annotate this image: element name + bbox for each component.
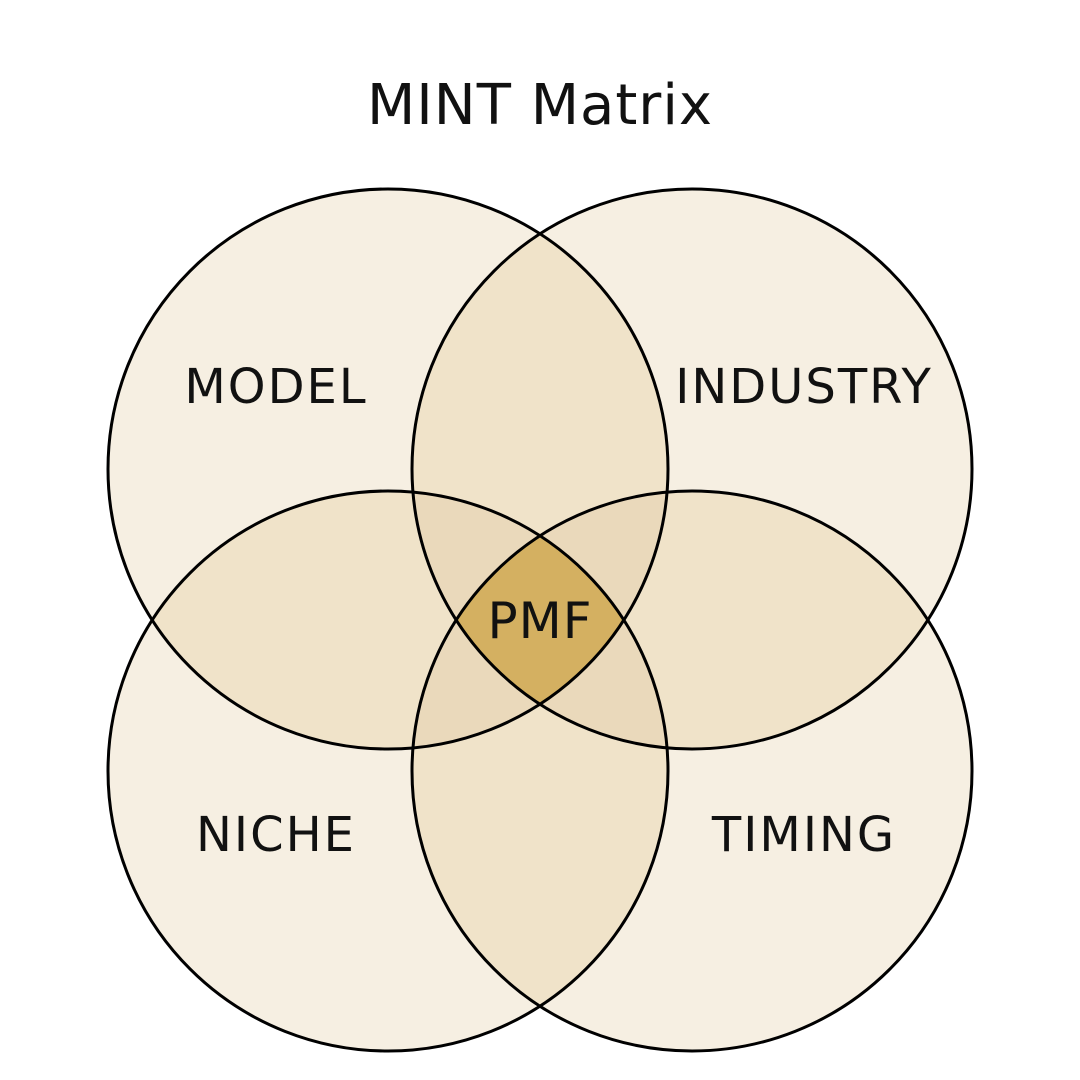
label-industry: INDUSTRY: [675, 359, 933, 415]
label-model: MODEL: [184, 359, 367, 415]
center-overlap: [412, 491, 668, 749]
outline-niche: [106, 489, 670, 1053]
pmf-region: [412, 491, 668, 749]
label-pmf: PMF: [487, 592, 592, 650]
outline-timing: [410, 489, 974, 1053]
outline-industry: [410, 187, 974, 751]
outline-model: [106, 187, 670, 751]
circle-outlines: [106, 187, 974, 1053]
label-niche: NICHE: [196, 807, 356, 863]
diagram-title: MINT Matrix: [367, 73, 713, 138]
label-timing: TIMING: [711, 807, 896, 863]
